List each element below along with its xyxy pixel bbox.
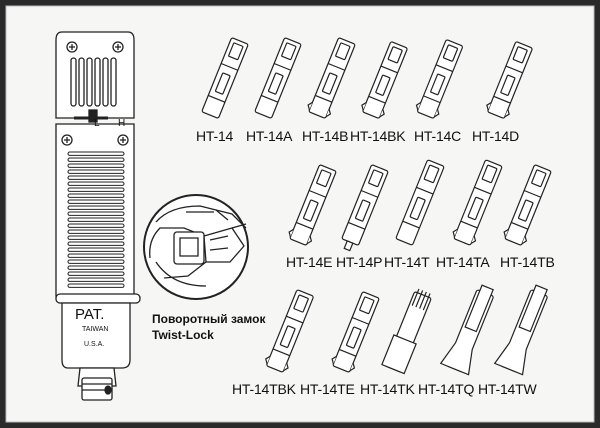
blade-label: HT-14TBK xyxy=(232,381,296,397)
blade-icon xyxy=(452,159,503,246)
blade-icon xyxy=(288,164,337,246)
blade-icon xyxy=(201,37,249,119)
twist-lock-detail xyxy=(143,194,249,300)
screw-icon xyxy=(66,41,78,53)
blade-label: HT-14D xyxy=(472,128,520,144)
blade-icon xyxy=(307,37,356,119)
twist-lock-caption-en: Twist-Lock xyxy=(152,328,214,342)
switch-low-label: L xyxy=(94,118,100,129)
head-slots xyxy=(70,57,117,107)
twist-lock-caption-ru: Поворотный замок xyxy=(152,312,266,326)
handle-pat-mark: PAT. xyxy=(75,306,105,323)
punch-down-handle xyxy=(55,31,141,401)
blade-icon xyxy=(361,41,408,119)
grip-ridges xyxy=(67,151,125,288)
blade-icon xyxy=(331,291,380,373)
blade-label: HT-14A xyxy=(246,128,293,144)
screw-icon xyxy=(61,134,73,146)
blade-icon xyxy=(439,284,494,376)
handle-body xyxy=(55,123,135,297)
blade-icon xyxy=(486,41,533,119)
blade-label: HT-14TA xyxy=(436,254,490,270)
blade-label: HT-14TK xyxy=(360,381,415,397)
blade-label: HT-14BK xyxy=(350,128,406,144)
blade-label: HT-14TQ xyxy=(418,381,475,397)
blade-icon xyxy=(395,159,445,246)
switch-knob xyxy=(88,109,98,123)
blade-icon xyxy=(265,289,314,373)
blade-icon xyxy=(503,164,552,246)
handle-collar xyxy=(55,293,141,304)
blade-icon xyxy=(415,39,463,119)
blade-drawings xyxy=(201,37,552,376)
inner-border xyxy=(5,5,595,423)
blade-icon xyxy=(254,37,302,119)
blade-label: HT-14TE xyxy=(300,381,355,397)
screw-icon xyxy=(117,134,129,146)
label-plate xyxy=(61,302,131,369)
blade-label: HT-14TW xyxy=(478,381,537,397)
blade-label: HT-14C xyxy=(414,128,462,144)
blade-label: HT-14E xyxy=(286,254,333,270)
blade-icon xyxy=(381,288,432,375)
screw-icon xyxy=(112,41,124,53)
blade-label: HT-14T xyxy=(384,254,430,270)
switch-high-label: H xyxy=(118,118,126,129)
blade-label: HT-14P xyxy=(336,254,383,270)
handle-origin-usa: U.S.A. xyxy=(84,341,105,348)
handle-origin-taiwan: TAIWAN xyxy=(82,326,109,333)
blade-label: HT-14B xyxy=(302,128,349,144)
blade-icon xyxy=(493,284,548,376)
blade-label: HT-14 xyxy=(196,128,234,144)
blade-icon xyxy=(341,164,389,252)
blade-label: HT-14TB xyxy=(500,254,555,270)
